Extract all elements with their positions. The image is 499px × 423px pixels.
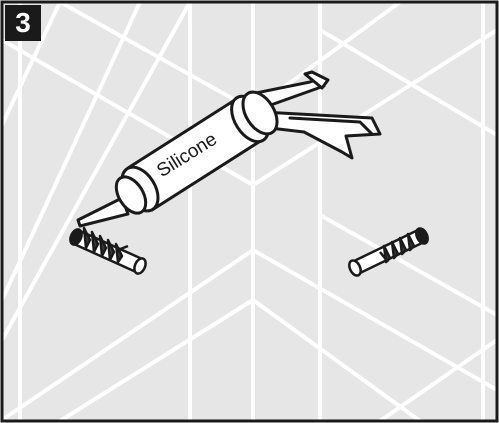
- wall-plug-icon: [348, 227, 429, 277]
- silicone-cartridge-icon: Silicone: [76, 70, 382, 228]
- step-number-badge: 3: [5, 5, 41, 41]
- cartridge-body: [114, 90, 279, 215]
- wall-plug-icon: [69, 226, 147, 275]
